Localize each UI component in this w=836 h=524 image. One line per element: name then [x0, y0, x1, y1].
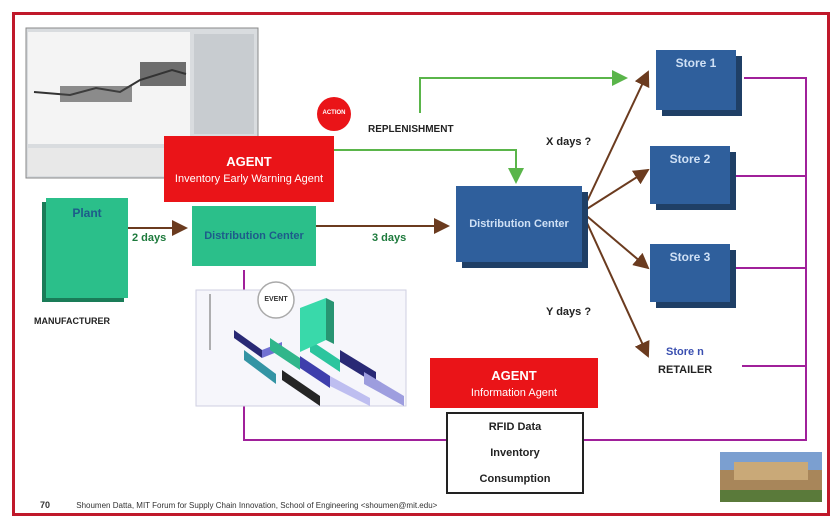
bar-chart-3d — [195, 289, 407, 407]
distribution-center-main: Distribution Center — [456, 186, 582, 262]
store-2-label: Store 2 — [669, 152, 711, 166]
dc-small-label: Distribution Center — [204, 230, 304, 242]
plant-box: Plant — [46, 198, 128, 298]
manufacturer-label: MANUFACTURER — [34, 316, 110, 326]
edge-3days: 3 days — [372, 232, 407, 244]
edge-2days: 2 days — [132, 232, 167, 244]
event-badge: EVENT — [264, 296, 288, 303]
store-1-label: Store 1 — [675, 56, 717, 70]
rfid-line-1: RFID Data — [488, 421, 542, 433]
footer: 70 Shoumen Datta, MIT Forum for Supply C… — [40, 500, 437, 510]
plant-label: Plant — [72, 206, 102, 220]
rfid-line-2: Inventory — [490, 447, 540, 459]
event-circle — [257, 281, 295, 319]
action-badge: ACTION — [322, 110, 346, 116]
action-circle — [317, 97, 351, 131]
store-2: Store 2 — [650, 146, 730, 204]
store-n-label: Store n — [666, 346, 704, 358]
y-days-label: Y days ? — [546, 306, 592, 318]
footer-credit: Shoumen Datta, MIT Forum for Supply Chai… — [76, 501, 438, 510]
agent-subtitle: Inventory Early Warning Agent — [174, 172, 324, 185]
agent-subtitle: Information Agent — [470, 386, 558, 399]
store-3: Store 3 — [650, 244, 730, 302]
dc-main-label: Distribution Center — [469, 218, 569, 230]
distribution-center-small: Distribution Center — [192, 206, 316, 266]
page-number: 70 — [40, 500, 51, 510]
replenishment-label: REPLENISHMENT — [368, 124, 454, 135]
store-3-label: Store 3 — [669, 250, 711, 264]
x-days-label: X days ? — [546, 136, 592, 148]
rfid-line-3: Consumption — [479, 473, 551, 485]
slide-border — [12, 12, 830, 516]
retailer-label: RETAILER — [658, 364, 713, 376]
agent-title: AGENT — [491, 367, 537, 383]
agent-inventory-warning: AGENT Inventory Early Warning Agent — [164, 136, 334, 202]
rfid-data-box: RFID Data Inventory Consumption — [446, 412, 584, 494]
agent-information: AGENT Information Agent — [430, 358, 598, 408]
store-1: Store 1 — [656, 50, 736, 110]
agent-title: AGENT — [226, 153, 272, 169]
